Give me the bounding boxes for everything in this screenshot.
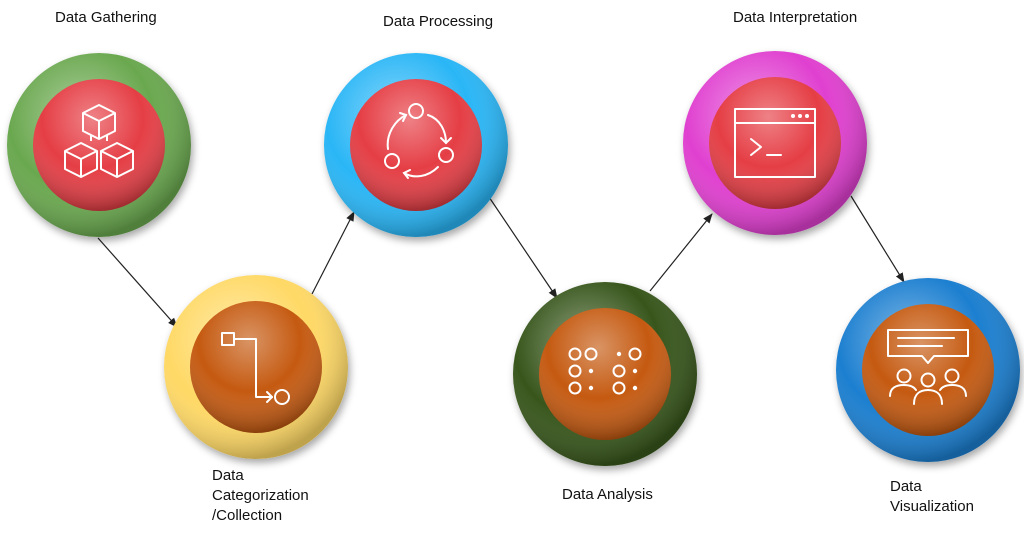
stage-data-visualization: [836, 278, 1020, 462]
stage-data-categorization: [164, 275, 348, 459]
label-data-processing: Data Processing: [383, 12, 493, 32]
label-data-visualization: Data Visualization: [890, 477, 974, 517]
flow-path-icon: [221, 332, 290, 405]
presentation-audience-icon: [887, 329, 969, 405]
arrow-gathering-to-categorization: [97, 237, 178, 328]
stage-data-analysis: [513, 282, 697, 466]
label-line: Data Gathering: [55, 9, 157, 26]
arrow-processing-to-analysis: [488, 196, 558, 299]
cycle-icon: [384, 103, 454, 179]
label-data-gathering: Data Gathering: [55, 8, 157, 28]
label-line: Data Processing: [383, 13, 494, 30]
connector-arrows: [97, 195, 905, 328]
stage-data-interpretation: [683, 51, 867, 235]
label-data-interpretation: Data Interpretation: [733, 8, 857, 28]
label-line: Categorization: [212, 487, 309, 504]
label-line: Visualization: [890, 498, 974, 515]
label-line: /Collection: [212, 507, 283, 524]
label-line: Data Analysis: [562, 486, 653, 503]
arrow-analysis-to-interpretation: [649, 213, 713, 292]
label-data-categorization: Data Categorization /Collection: [212, 466, 309, 526]
stage-data-gathering: [7, 53, 191, 237]
arrow-interpretation-to-visualization: [850, 195, 905, 283]
label-line: Data: [890, 478, 922, 495]
dots-grid-icon: [568, 347, 642, 395]
label-line: Data Interpretation: [733, 9, 858, 26]
label-line: Data: [212, 467, 244, 484]
stage-data-processing: [324, 53, 508, 237]
label-data-analysis: Data Analysis: [562, 485, 653, 505]
terminal-window-icon: [734, 108, 816, 178]
arrow-categorization-to-processing: [311, 211, 355, 295]
cubes-icon: [64, 104, 134, 178]
